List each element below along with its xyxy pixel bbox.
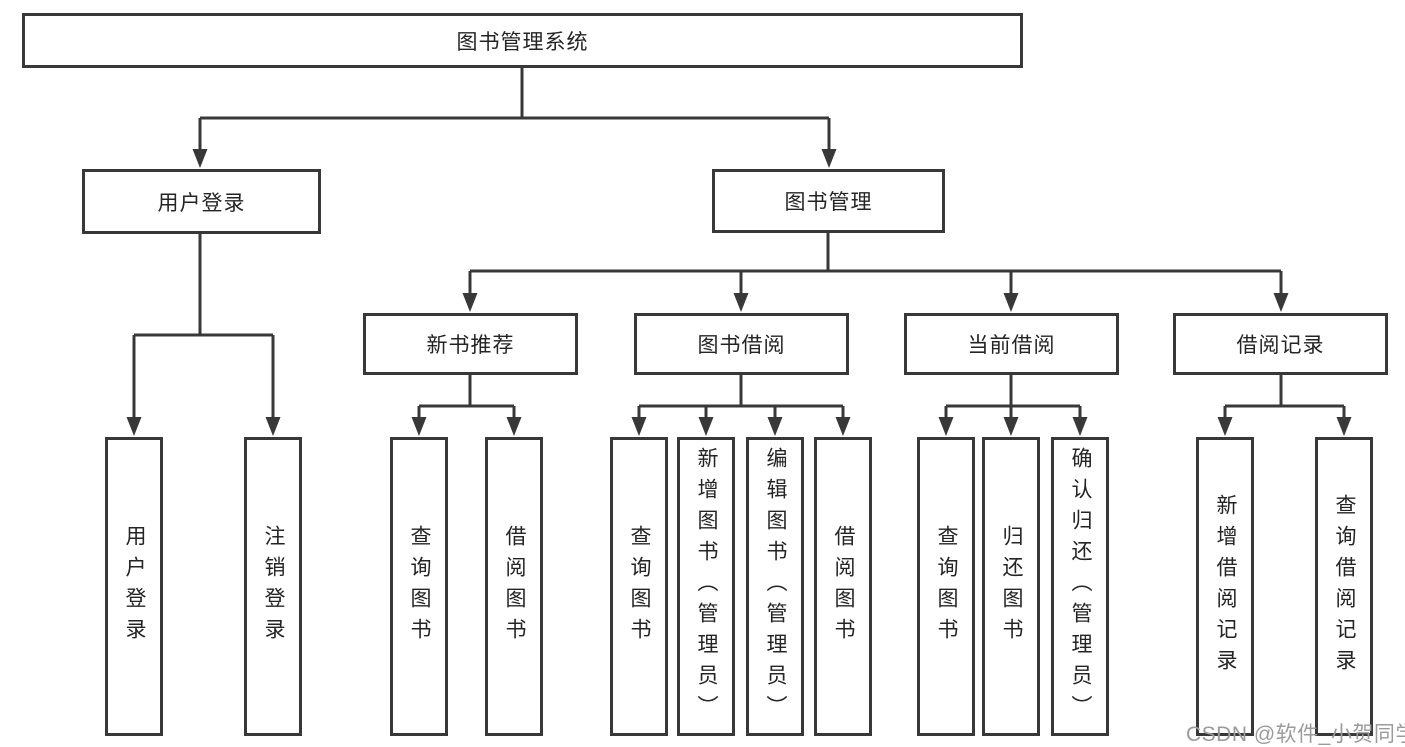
leaf-return-books: 归还图书	[982, 437, 1040, 736]
csdn-watermark: CSDN @软件_小贺同学	[1186, 723, 1405, 746]
leaf-query-borrow-record: 查询借阅记录	[1315, 437, 1373, 736]
node-book-management-branch: 图书管理	[712, 169, 945, 233]
leaf-query-books-current: 查询图书	[917, 437, 975, 736]
leaf-query-books-recommend: 查询图书	[390, 437, 448, 736]
node-library-management-system: 图书管理系统	[22, 13, 1023, 68]
leaf-add-books-admin: 新增图书（管理员）	[677, 437, 735, 736]
tree-edges	[132, 68, 1346, 421]
leaf-borrow-books: 借阅图书	[814, 437, 872, 736]
leaf-borrow-books-recommend: 借阅图书	[485, 437, 543, 736]
leaf-query-books-borrowing: 查询图书	[610, 437, 668, 736]
node-new-book-recommendation: 新书推荐	[363, 313, 578, 375]
node-book-borrowing: 图书借阅	[634, 313, 849, 375]
leaf-add-borrow-record: 新增借阅记录	[1196, 437, 1254, 736]
node-user-login-branch: 用户登录	[82, 169, 321, 234]
leaf-edit-books-admin: 编辑图书（管理员）	[746, 437, 804, 736]
leaf-logout: 注销登录	[244, 437, 302, 736]
leaf-user-login: 用户登录	[105, 437, 163, 736]
node-borrowing-records: 借阅记录	[1173, 313, 1388, 375]
arrowheads	[126, 149, 1352, 436]
node-current-borrowing: 当前借阅	[904, 313, 1119, 375]
leaf-confirm-return-admin: 确认归还（管理员）	[1051, 437, 1109, 736]
